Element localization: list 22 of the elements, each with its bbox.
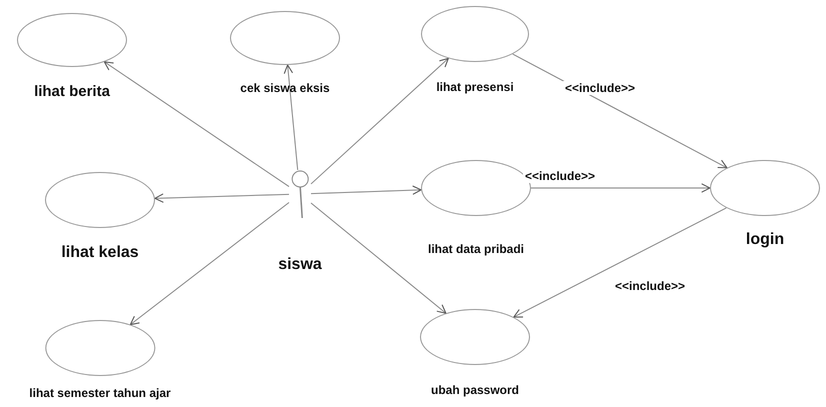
use-case-name: lihat berita [34, 83, 110, 100]
association-arrow [284, 64, 298, 170]
association-arrow [310, 186, 422, 195]
association-arrow [512, 54, 728, 168]
use-case-name: ubah password [430, 383, 519, 397]
use-case-name: lihat presensi [436, 80, 514, 94]
association-arrow [513, 207, 727, 318]
use-case-name: lihat data pribadi [428, 242, 524, 256]
actor-name: siswa [278, 256, 322, 274]
association-arrow [130, 202, 290, 326]
association-arrow [310, 58, 449, 184]
edge-label: <<include>> [562, 81, 638, 95]
use-case-name: cek siswa eksis [240, 81, 330, 95]
association-arrow [310, 202, 446, 314]
use-case-name: lihat kelas [61, 244, 139, 262]
association-arrow [104, 61, 290, 188]
use-case-name: login [746, 231, 784, 249]
association-arrow [530, 183, 710, 193]
association-arrow [154, 193, 290, 203]
use-case-name: lihat semester tahun ajar [29, 386, 171, 400]
edge-label: <<include>> [612, 279, 688, 293]
edge-label: <<include>> [522, 169, 598, 183]
